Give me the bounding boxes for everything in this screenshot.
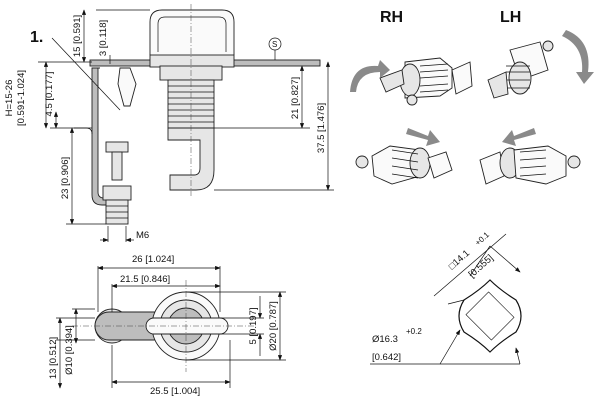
rh-lock-closed [355, 145, 453, 185]
callout-label: 1. [30, 29, 43, 46]
dim-21: 21 [0.827] [290, 77, 301, 119]
lh-rotation-arrow [562, 30, 594, 84]
dim-21-5: 21.5 [0.846] [120, 274, 170, 285]
lh-lock-open [487, 40, 554, 99]
dim-sq14-tol: +0.1 [473, 230, 491, 248]
lh-push-arrow [502, 128, 536, 146]
dim-37-5: 37.5 [1.476] [316, 103, 327, 153]
s-symbol: S [272, 40, 277, 49]
panel-cutout-view [370, 233, 522, 365]
dim-h-range-mm: H=15-26 [4, 80, 15, 117]
lh-lock-closed [479, 145, 581, 185]
dim-m6: M6 [136, 230, 149, 241]
rh-lock-open [379, 57, 473, 106]
lh-label: LH [500, 9, 521, 26]
m6-bolt [102, 141, 132, 225]
cam-arm [167, 127, 215, 191]
dim-15: 15 [0.591] [72, 15, 83, 57]
rh-label: RH [380, 9, 403, 26]
dim-26: 26 [1.024] [132, 254, 174, 265]
spring-clip [117, 67, 137, 107]
rh-push-arrow [406, 128, 440, 146]
dim-3: 3 [0.118] [98, 20, 109, 56]
dim-d16-3-in: [0.642] [372, 352, 401, 363]
dim-25-5: 25.5 [1.004] [150, 386, 200, 397]
dim-13: 13 [0.512] [48, 337, 59, 379]
dim-d20: Ø20 [0.787] [268, 301, 279, 351]
side-view [38, 4, 334, 243]
dim-h-range-in: [0.591-1.024] [16, 70, 27, 126]
rh-rotation-arrow [350, 60, 390, 92]
dim-d10: Ø10 [0.394] [64, 325, 75, 375]
lock-head [149, 54, 235, 68]
top-view [56, 265, 286, 389]
cutout-shape [458, 279, 522, 353]
dim-5: 5 [0.197] [248, 308, 259, 345]
dim-d16-3-tol: +0.2 [406, 327, 422, 336]
dim-4-5: 4.5 [0.177] [44, 72, 55, 117]
dim-sq14: □14.1 [447, 248, 472, 272]
dim-d16-3: Ø16.3 [372, 334, 398, 345]
handle-loop [149, 9, 235, 55]
bracket [91, 67, 113, 206]
dim-23: 23 [0.906] [60, 157, 71, 199]
